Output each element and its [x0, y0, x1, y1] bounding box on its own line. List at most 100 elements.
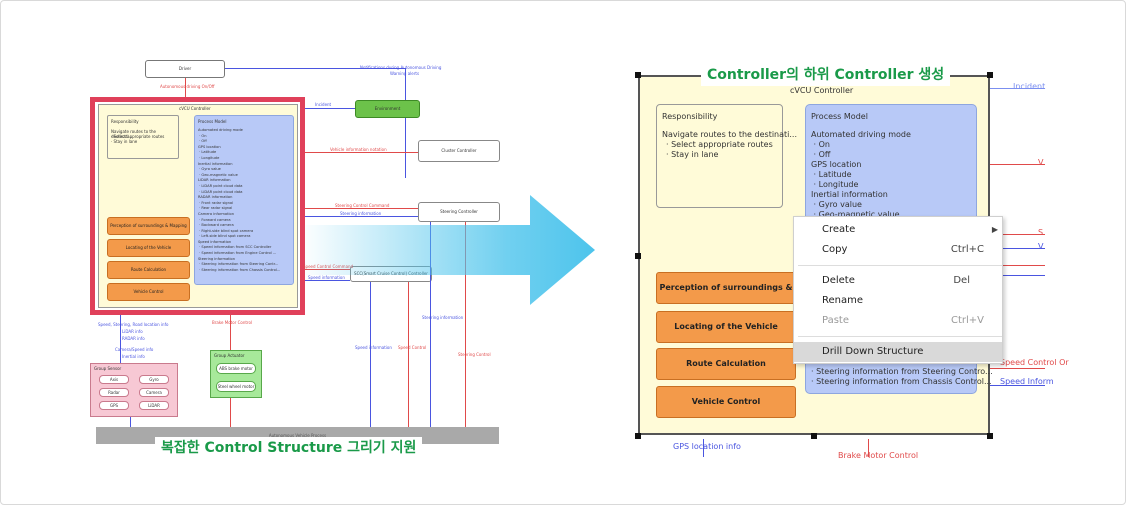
actuator-steel[interactable]: Steel wheel motor: [216, 381, 256, 392]
responsibility-box-left[interactable]: Responsibility Navigate routes to the de…: [107, 115, 179, 159]
right-blue-line-2: [990, 248, 1045, 249]
speed-control-vert: [408, 282, 409, 427]
algorithm-route-right[interactable]: Route Calculation: [656, 348, 796, 380]
vcu-controller-highlight: [90, 97, 305, 315]
submenu-arrow-icon: ▶: [991, 225, 998, 234]
process-model-line: · Right-side blind spot camera: [198, 228, 254, 233]
steering-info-label: Steering information: [340, 211, 382, 216]
process-model-line: Automated driving mode: [811, 130, 911, 139]
algorithm-vehicle-control-left[interactable]: Vehicle Control: [107, 283, 190, 301]
sensor-label-3: RADAR info: [122, 336, 145, 341]
resize-handle-ml[interactable]: [635, 253, 641, 259]
resize-handle-tl[interactable]: [635, 72, 641, 78]
resize-handle-br[interactable]: [987, 433, 993, 439]
process-model-line: Inertial information: [198, 161, 233, 166]
vcu-controller-left[interactable]: cVCU Controller Responsibility Navigate …: [98, 104, 298, 308]
incident-line: [305, 108, 355, 109]
sensor-item[interactable]: Gyro: [139, 375, 169, 384]
resize-handle-bl[interactable]: [635, 433, 641, 439]
right-side-v2: V: [1038, 242, 1044, 251]
algorithm-locating-left[interactable]: Locating of the Vehicle: [107, 239, 190, 257]
left-caption: 복잡한 Control Structure 그리기 지원: [155, 437, 423, 459]
menu-item-delete[interactable]: Delete Del: [794, 271, 1002, 291]
sensor-label-1: Speed, Steering, Road location info: [98, 322, 169, 327]
sensor-item[interactable]: Axis: [99, 375, 129, 384]
right-caption: Controller의 하위 Controller 생성: [701, 64, 951, 86]
actuator-abs[interactable]: ABS brake motor: [216, 363, 256, 374]
brake-control-vert: [230, 315, 231, 350]
process-model-line: · Longitude: [198, 155, 220, 160]
responsibility-box-right[interactable]: Responsibility Navigate routes to the de…: [656, 104, 797, 208]
sensor-item[interactable]: LiDAR: [139, 401, 169, 410]
menu-item-paste[interactable]: Paste Ctrl+V: [794, 311, 1002, 331]
actuator-group-title: Group Actuator: [214, 353, 245, 358]
algorithm-perception-left[interactable]: Perception of surroundings & Mapping: [107, 217, 190, 235]
process-model-line: Camera information: [198, 211, 234, 216]
right-brake-line: [868, 439, 869, 457]
right-speed-control-line: [990, 368, 1045, 369]
right-side-incident: Incident: [1013, 82, 1046, 91]
actuator-group[interactable]: Group Actuator ABS brake motor Steel whe…: [210, 350, 262, 398]
process-model-line: · Steering information from Steering Con…: [198, 262, 279, 267]
process-model-bottom-line-right: · Steering information from Chassis Cont…: [811, 377, 992, 386]
cluster-controller-box[interactable]: Cluster Controller: [418, 140, 500, 162]
resize-handle-bm[interactable]: [811, 433, 817, 439]
process-model-line: · Latitude: [198, 150, 217, 155]
process-model-line: · Gyro value: [198, 167, 221, 172]
driver-feedback-line-v: [405, 68, 406, 178]
responsibility-title-right: Responsibility: [662, 112, 718, 121]
menu-item-drill-down-label: Drill Down Structure: [822, 346, 924, 357]
responsibility-line-left: · Stay in lane: [111, 139, 138, 144]
steering-controller-box[interactable]: Steering Controller: [418, 202, 500, 222]
bottom-process-label: Autonomous Vehicle Process: [268, 433, 327, 438]
menu-item-rename[interactable]: Rename: [794, 291, 1002, 311]
process-model-box-left[interactable]: Process Model Automated driving mode · O…: [194, 115, 294, 285]
process-model-line: · Off: [198, 139, 207, 144]
process-model-line: · Speed information from Engine Control …: [198, 251, 277, 256]
speed-info-label: Speed information: [308, 275, 345, 280]
driver-box[interactable]: Driver: [145, 60, 225, 78]
menu-item-delete-shortcut: Del: [953, 275, 970, 286]
responsibility-line-right: · Select appropriate routes: [666, 140, 773, 149]
driver-feedback-line: [225, 68, 405, 69]
process-model-line: · Forward camera: [198, 217, 231, 222]
vert-label-speed-info: Speed information: [355, 345, 392, 350]
steering-control-vert: [465, 222, 466, 427]
driver-blue-label-2: Warning alerts: [390, 71, 420, 76]
algorithm-vehicle-control-right[interactable]: Vehicle Control: [656, 386, 796, 418]
right-side-v1: V: [1038, 158, 1044, 167]
transition-arrow: [300, 195, 595, 305]
algorithm-locating-right[interactable]: Locating of the Vehicle: [656, 311, 796, 343]
resize-handle-tr[interactable]: [987, 72, 993, 78]
context-menu: Create ▶ Copy Ctrl+C Delete Del Rename P…: [793, 216, 1003, 364]
menu-item-drill-down[interactable]: Drill Down Structure: [794, 342, 1002, 362]
sensor-item[interactable]: Camera: [139, 388, 169, 397]
environment-box[interactable]: Environment: [355, 100, 420, 118]
brake-control-label: Brake Motor Control: [212, 320, 253, 325]
menu-item-create[interactable]: Create ▶: [794, 220, 1002, 240]
menu-item-delete-label: Delete: [822, 275, 855, 286]
sensor-item[interactable]: GPS: [99, 401, 129, 410]
process-model-line: · Rear radar signal: [198, 206, 233, 211]
vert-label-speed-control: Speed Control: [398, 345, 427, 350]
sensor-item[interactable]: Radar: [99, 388, 129, 397]
right-red-line-1: [990, 164, 1045, 165]
process-model-line: · LiDAR point cloud data: [198, 183, 243, 188]
steering-info-vert: [430, 222, 431, 427]
driver-blue-label-1: Notifications during Autonomous Driving: [360, 65, 442, 70]
menu-item-create-label: Create: [822, 224, 856, 235]
menu-item-copy[interactable]: Copy Ctrl+C: [794, 240, 1002, 260]
algorithm-route-left[interactable]: Route Calculation: [107, 261, 190, 279]
algorithm-perception-right[interactable]: Perception of surroundings & Mapping: [656, 272, 796, 322]
cluster-controller-label: Cluster Controller: [441, 148, 477, 153]
right-bottom-brake: Brake Motor Control: [838, 451, 919, 460]
sensor-group-title: Group Sensor: [94, 366, 122, 371]
process-model-line: · LiDAR point cloud data: [198, 189, 243, 194]
speed-info-arrow: [305, 280, 350, 281]
process-model-line: Steering information: [198, 256, 236, 261]
process-model-title-left: Process Model: [198, 119, 227, 124]
menu-item-rename-label: Rename: [822, 295, 864, 306]
vert-label-steering-info: Steering information: [422, 315, 464, 320]
